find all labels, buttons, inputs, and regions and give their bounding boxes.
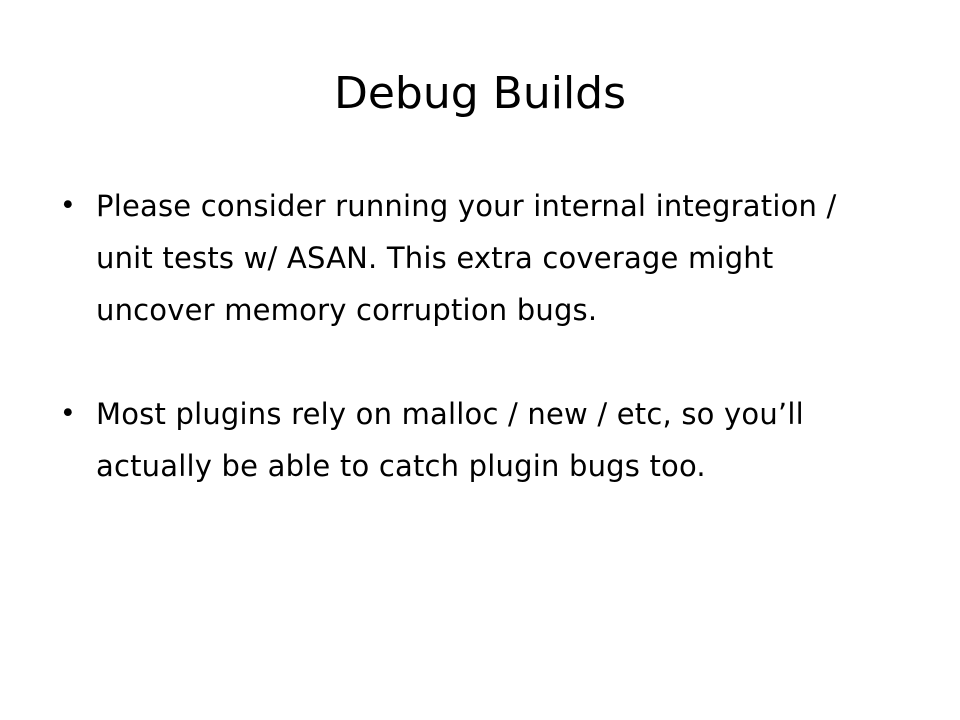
slide-title: Debug Builds — [333, 68, 627, 119]
bullet-item-plugins: • Most plugins rely on malloc / new / et… — [58, 388, 878, 492]
bullet-list: • Please consider running your internal … — [58, 180, 878, 492]
bullet-item-asan: • Please consider running your internal … — [58, 180, 878, 336]
bullet-icon: • — [59, 398, 77, 429]
bullet-text: Please consider running your internal in… — [96, 189, 837, 327]
bullet-icon: • — [59, 190, 77, 221]
bullet-text: Most plugins rely on malloc / new / etc,… — [96, 397, 804, 483]
